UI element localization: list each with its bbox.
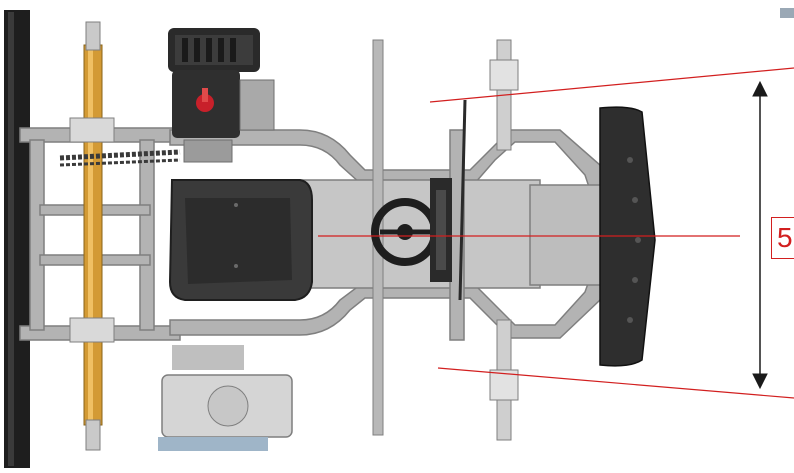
corner-mark <box>780 8 794 18</box>
steering-column <box>430 178 452 282</box>
dimension-arrow <box>752 80 768 390</box>
engine-knob <box>196 94 214 112</box>
left-rear-tyre <box>4 10 30 470</box>
guide-lines <box>318 67 794 399</box>
fuel-tank <box>158 345 293 451</box>
engine <box>168 28 275 163</box>
drive-chain <box>59 149 181 167</box>
callout-label: 5 <box>771 217 794 259</box>
rear-axle <box>69 21 115 451</box>
seat <box>168 179 313 301</box>
front-stub-axle-bottom <box>489 319 519 441</box>
